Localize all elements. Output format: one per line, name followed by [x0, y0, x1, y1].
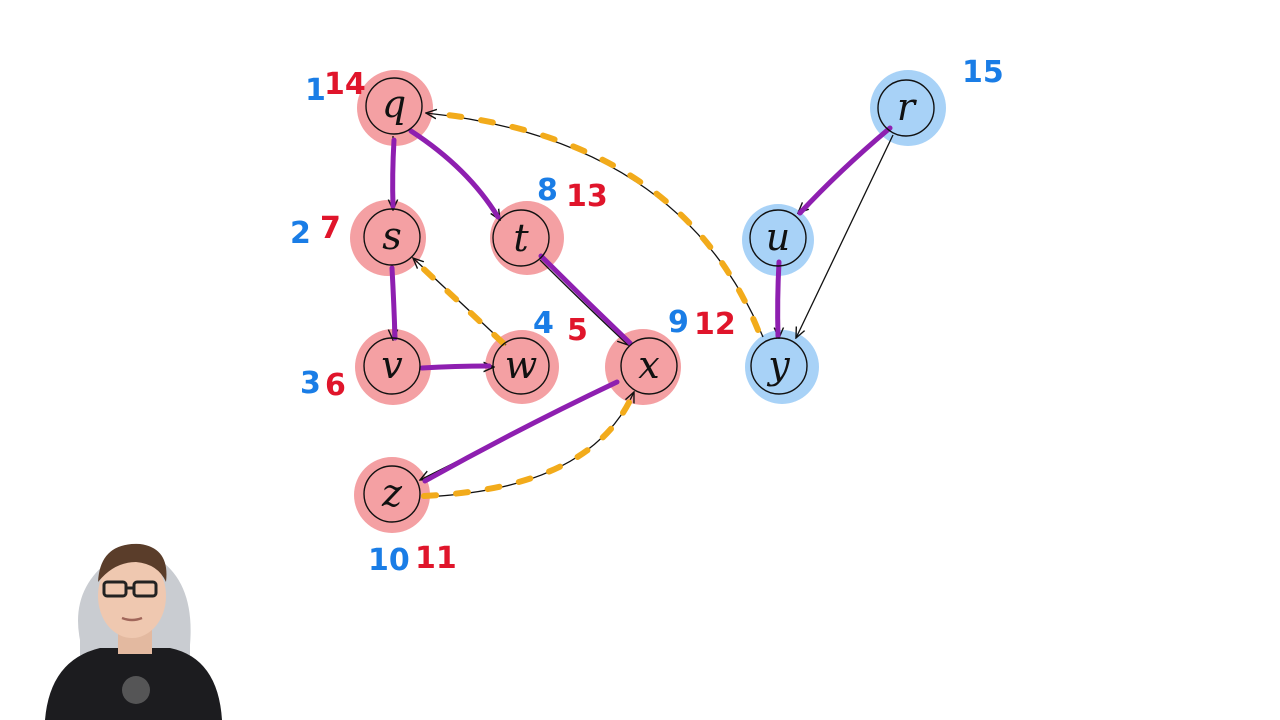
node-q-label: q — [382, 82, 406, 126]
node-u-label: u — [766, 215, 790, 259]
tree-edge-t-x — [538, 253, 633, 346]
node-t-label: t — [513, 216, 529, 260]
tree-edge-s-v — [389, 265, 398, 341]
t-finish-time: 13 — [566, 179, 608, 214]
tree-edge-u-y — [775, 259, 782, 339]
node-w-label: w — [505, 343, 538, 387]
node-q — [365, 77, 423, 135]
node-r — [877, 79, 935, 137]
tree-edge-v-w — [419, 363, 492, 371]
back-edge-w-s — [411, 257, 506, 346]
node-t — [492, 209, 550, 267]
edge-y-q — [426, 113, 764, 338]
t-discovery-time: 8 — [537, 173, 558, 208]
x-finish-time: 12 — [694, 307, 736, 342]
node-r-label: r — [897, 85, 918, 129]
node-s-halo — [350, 200, 426, 276]
node-y-label: y — [766, 343, 790, 387]
w-finish-time: 5 — [567, 313, 588, 348]
node-s-label: s — [382, 214, 402, 258]
edge-r-y — [796, 134, 894, 338]
q-finish-time: 14 — [324, 67, 366, 102]
z-finish-time: 11 — [415, 541, 457, 576]
node-u — [749, 209, 807, 267]
node-z-label: z — [381, 471, 403, 515]
tree-edge-x-z — [422, 379, 620, 484]
r-discovery-time: 15 — [962, 55, 1004, 90]
v-finish-time: 6 — [325, 368, 346, 403]
tree-edge-r-u — [797, 125, 893, 216]
node-x-label: x — [638, 343, 659, 387]
w-discovery-time: 4 — [533, 306, 554, 341]
z-discovery-time: 10 — [368, 543, 410, 578]
tree-edge-q-t — [408, 128, 501, 220]
edge-t-x — [539, 259, 628, 345]
q-discovery-time: 1 — [305, 73, 326, 108]
node-s — [363, 208, 421, 266]
s-discovery-time: 2 — [290, 216, 311, 251]
node-y — [750, 337, 808, 395]
node-v — [363, 337, 421, 395]
node-x-halo — [605, 329, 681, 405]
v-discovery-time: 3 — [300, 366, 321, 401]
presenter-webcam-icon — [45, 543, 222, 720]
node-z — [363, 465, 421, 523]
node-v-label: v — [381, 343, 403, 387]
x-discovery-time: 9 — [668, 305, 689, 340]
tree-edge-q-s — [390, 137, 397, 209]
node-t-halo — [490, 201, 564, 275]
node-w — [492, 337, 550, 395]
node-x — [620, 337, 678, 395]
back-edge-y-q — [427, 110, 761, 333]
node-u-halo — [742, 204, 814, 276]
s-finish-time: 7 — [320, 211, 341, 246]
back-edge-z-x — [421, 391, 636, 499]
